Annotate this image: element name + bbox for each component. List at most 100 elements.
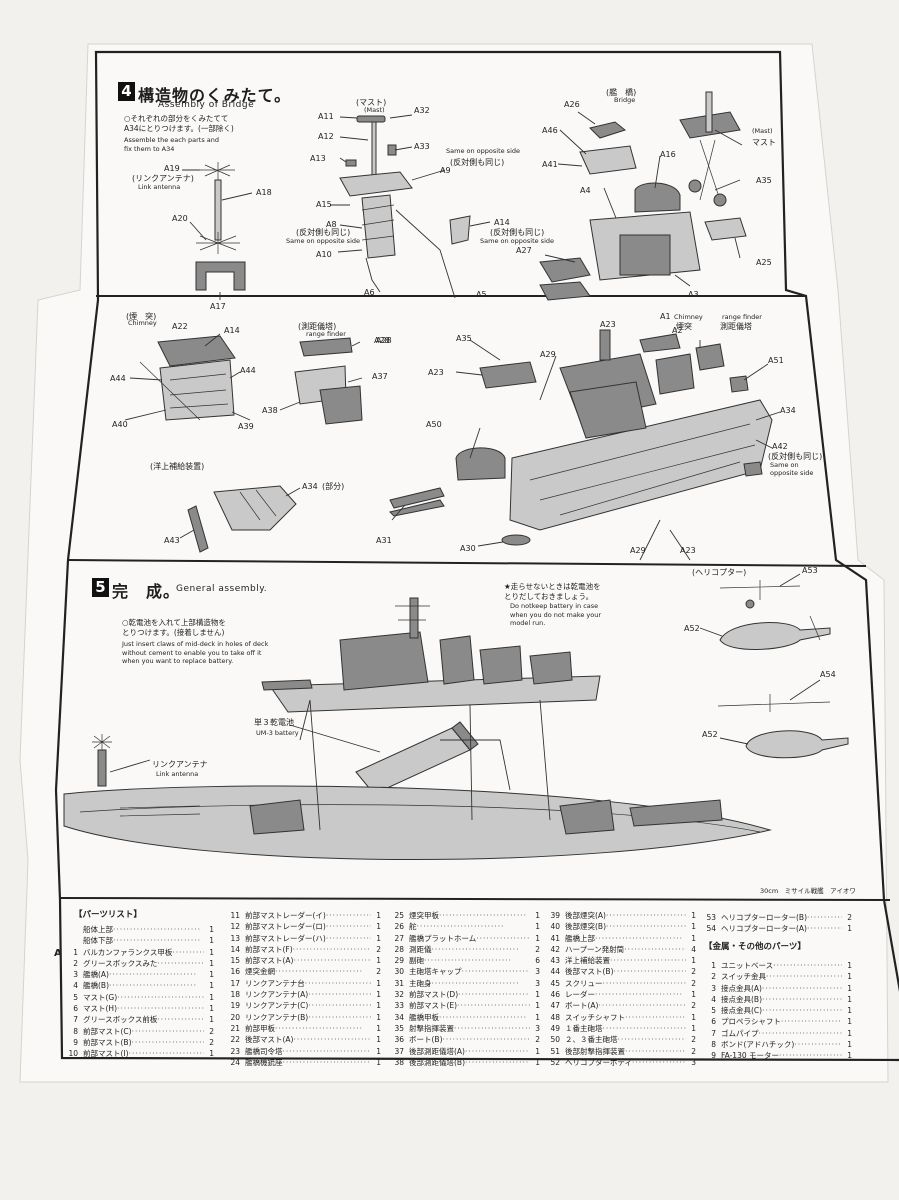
part-label: A52 xyxy=(702,730,718,739)
step4-number: 4 xyxy=(118,82,135,101)
part-number: 13 xyxy=(230,933,240,943)
part-number: 50 xyxy=(550,1035,560,1045)
part-number: 42 xyxy=(550,944,560,954)
part-number: 26 xyxy=(394,922,404,932)
label-mast: (マスト) xyxy=(356,98,387,107)
part-qty: 1 xyxy=(847,1017,852,1027)
part-label: A53 xyxy=(802,566,818,575)
parts-list-row: 船体上部··························1 xyxy=(64,924,214,935)
leader-dots: ·························· xyxy=(598,1001,686,1011)
part-number: 7 xyxy=(73,1015,78,1025)
label-sokkyo: 測距儀塔 xyxy=(720,322,752,331)
part-label: A38 xyxy=(262,406,278,415)
part-number: 16 xyxy=(230,967,240,977)
part-label: A18 xyxy=(256,188,272,197)
part-label: A40 xyxy=(112,420,128,429)
part-label: A15 xyxy=(316,200,332,209)
part-name: 艦橋機銃座 xyxy=(245,1057,283,1067)
part-number: 5 xyxy=(73,992,78,1002)
step5-number: 5 xyxy=(92,578,109,597)
part-number: 34 xyxy=(394,1012,404,1022)
leader-dots: ·························· xyxy=(282,1057,371,1067)
part-label: A35 xyxy=(456,334,472,343)
part-name: 接点金具(B) xyxy=(721,994,762,1004)
part-name: ゴムパイプ xyxy=(721,1028,759,1038)
label-link-antenna-en-5: Link antenna xyxy=(156,770,199,778)
leader-dots: ·························· xyxy=(109,981,197,991)
leader-dots: ·························· xyxy=(117,1004,204,1014)
leader-dots: ·························· xyxy=(131,1026,204,1036)
part-number: 27 xyxy=(394,933,404,943)
part-name: 前部マスト(D) xyxy=(409,990,459,1000)
hull-diagram xyxy=(63,699,772,861)
part-name: １番主砲塔 xyxy=(565,1023,603,1033)
leader-dots: ·························· xyxy=(325,922,371,932)
part-label: A54 xyxy=(820,670,836,679)
leader-dots: ·························· xyxy=(172,947,204,957)
leader-dots: ·························· xyxy=(458,990,530,1000)
label-mast2-en: (Mast) xyxy=(752,127,773,135)
part-label: A50 xyxy=(426,420,442,429)
part-qty: 1 xyxy=(209,970,214,980)
part-number: 14 xyxy=(230,944,240,954)
part-qty: 1 xyxy=(209,925,214,934)
part-qty: 1 xyxy=(847,983,852,993)
part-number: 3 xyxy=(73,970,78,980)
part-name: プロペラシャフト xyxy=(721,1017,781,1027)
part-name: 接点金具(A) xyxy=(721,983,762,993)
part-qty: 1 xyxy=(691,990,696,1000)
leader-dots: ·························· xyxy=(595,990,683,1000)
part-number: 18 xyxy=(230,990,240,1000)
leader-dots: ·························· xyxy=(625,1012,686,1022)
part-qty: 1 xyxy=(535,922,540,932)
part-label: A26 xyxy=(564,100,580,109)
label-same-opposite-1: (反対側も同じ) xyxy=(296,228,351,237)
label-rangefinder-en: range finder xyxy=(306,330,346,338)
part-qty: 1 xyxy=(691,933,696,943)
part-qty: 1 xyxy=(535,933,540,943)
replenish-device-diagram xyxy=(179,485,301,553)
part-qty: 1 xyxy=(535,911,540,920)
part-label: A28 xyxy=(376,336,392,345)
leader-dots: ·························· xyxy=(794,1040,842,1050)
part-name: FA-130 モーター xyxy=(721,1051,779,1061)
part-name: グリースボックス前板 xyxy=(83,1015,158,1025)
step5-warning-jp: ★走らせないときは乾電池を とりだしておきましょう。 xyxy=(504,582,601,601)
part-qty: 1 xyxy=(376,978,381,988)
part-number: 49 xyxy=(550,1023,560,1033)
part-name: スクリュー xyxy=(565,978,603,988)
part-name: 前部甲板 xyxy=(245,1023,275,1033)
label-helicopter: (ヘリコプター) xyxy=(692,568,747,577)
part-number: 11 xyxy=(230,911,240,920)
part-label: A10 xyxy=(316,250,332,259)
part-qty: 6 xyxy=(535,956,540,966)
part-name: 後部煙突(A) xyxy=(565,911,606,920)
part-label: A2 xyxy=(672,326,683,335)
part-qty: 1 xyxy=(847,994,852,1004)
part-label: A16 xyxy=(660,150,676,159)
part-qty: 2 xyxy=(376,944,381,954)
leader-dots: ·························· xyxy=(304,978,371,988)
part-number: 53 xyxy=(706,913,716,922)
part-number: 1 xyxy=(711,961,716,970)
part-number: 8 xyxy=(73,1026,78,1036)
leader-dots: ·························· xyxy=(617,1035,687,1045)
mast-assembly-diagram xyxy=(330,114,491,299)
part-number: 46 xyxy=(550,990,560,1000)
part-qty: 2 xyxy=(691,1046,696,1056)
leader-dots: ·························· xyxy=(431,978,520,988)
step5-warning-en: Do notkeep battery in case when you do n… xyxy=(510,602,602,627)
part-label: A23 xyxy=(428,368,444,377)
